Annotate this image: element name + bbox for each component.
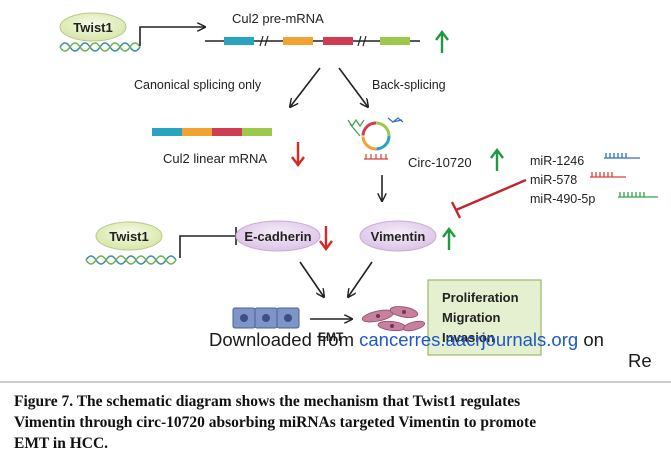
twist1-mid-node: Twist1 [95,221,163,251]
mirna-2-label: miR-578 [530,173,577,187]
ecad-to-emt-arrow [299,261,324,297]
watermark-line2: Re [628,350,652,371]
twist1-mid-label: Twist1 [109,229,149,244]
dna-helix-mid-icon [85,255,177,265]
vimentin-node: Vimentin [359,220,437,252]
caption-line-1: Figure 7. The schematic diagram shows th… [14,393,521,410]
emt-label: EMT [318,330,344,344]
backsplice-arrow [338,67,368,107]
dna-helix-top-icon [59,42,141,52]
ecad-label: E-cadherin [244,229,311,244]
circ-rna-icon [347,117,404,160]
mirna-2-strand-icon [590,172,626,178]
canonical-arrow [290,67,321,107]
mirna-inhibition [450,178,527,219]
mirna-1-strand-icon [604,153,640,159]
transcription-arrow [139,27,205,46]
pre-mrna-gene [205,35,420,47]
vimentin-label: Vimentin [371,229,426,244]
mesenchymal-cells-icon [361,306,426,332]
canonical-label: Canonical splicing only [134,78,262,92]
twist1-top-label: Twist1 [73,20,113,35]
ecad-node: E-cadherin [235,220,321,252]
watermark-suffix: on [583,329,604,350]
vimentin-to-emt-arrow [348,261,373,297]
epithelial-cells-icon [232,307,300,329]
linear-mrna-label: Cul2 linear mRNA [163,151,267,166]
twist1-top-node: Twist1 [59,12,127,42]
download-watermark: Downloaded from cancerres.aacrjournals.o… [209,329,604,351]
down-arrow-ecad [319,226,333,251]
mirna-1-label: miR-1246 [530,154,584,168]
watermark-link[interactable]: cancerres.aacrjournals.org [359,329,579,350]
linear-mrna [152,128,272,136]
figure-caption: Figure 7. The schematic diagram shows th… [14,391,646,454]
outcome-migration: Migration [442,310,501,325]
caption-line-3: EMT in HCC. [14,435,109,452]
backsplicing-label: Back-splicing [372,78,446,92]
mirna-3-label: miR-490-5p [530,192,595,206]
circ-label: Circ-10720 [408,155,472,170]
gene-title: Cul2 pre-mRNA [232,11,324,26]
up-arrow-premrna [435,30,449,53]
down-arrow-linear [291,142,305,167]
up-arrow-vimentin [442,227,456,250]
mirna-3-strand-icon [618,192,658,198]
outcome-proliferation: Proliferation [442,290,519,305]
outcome-box: Proliferation Migration Invasion [427,279,542,356]
outcome-invasion: Invasion [442,330,495,345]
watermark-prefix: Downloaded from [209,329,354,350]
up-arrow-circ [490,148,504,171]
twist1-inhibit-ecad [179,227,237,258]
caption-line-2: Vimentin through circ-10720 absorbing mi… [14,414,537,431]
